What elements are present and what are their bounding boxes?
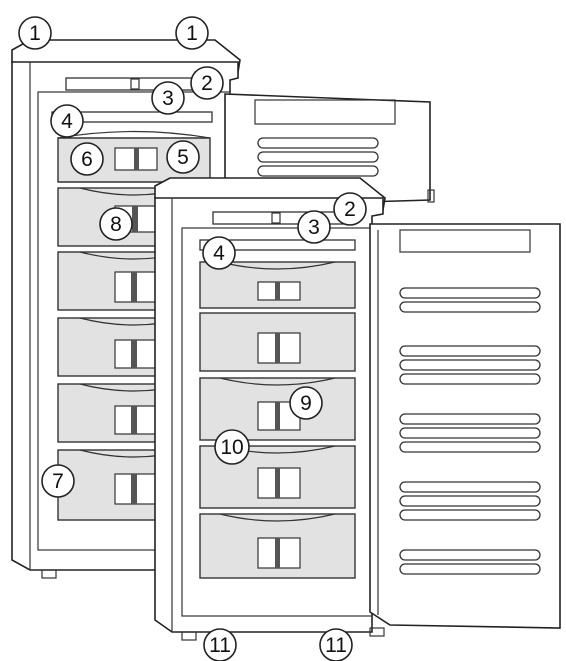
callout-11b-label: 11 (325, 634, 347, 657)
large-control-panel (66, 78, 206, 90)
callout-11b: 11 (320, 629, 352, 661)
callout-1a-label: 1 (29, 22, 41, 45)
callout-10-label: 10 (220, 436, 243, 459)
callout-1b-label: 1 (186, 22, 198, 45)
callout-3b-label: 3 (308, 216, 320, 239)
callout-6: 6 (71, 143, 103, 175)
callout-7-label: 7 (52, 470, 64, 493)
callout-9: 9 (290, 387, 322, 419)
callout-2a-label: 2 (201, 72, 213, 95)
callout-9-label: 9 (300, 392, 312, 415)
callout-11a: 11 (204, 629, 236, 661)
callout-3a: 3 (152, 82, 184, 114)
callout-2a: 2 (191, 67, 223, 99)
callout-11a-label: 11 (209, 634, 231, 657)
callout-1a: 1 (19, 17, 51, 49)
callout-1b: 1 (176, 17, 208, 49)
callout-6-label: 6 (81, 148, 93, 171)
callout-7: 7 (42, 465, 74, 497)
callout-4b: 4 (203, 237, 235, 269)
small-foot-left (182, 632, 196, 640)
callout-5-label: 5 (177, 146, 189, 169)
callout-3b: 3 (298, 211, 330, 243)
callout-2b-label: 2 (344, 198, 356, 221)
large-foot-left (42, 570, 56, 578)
callout-2b: 2 (334, 193, 366, 225)
callout-3a-label: 3 (162, 87, 174, 110)
small-control-panel (213, 212, 353, 224)
callout-4b-label: 4 (213, 242, 225, 265)
callout-10: 10 (215, 430, 249, 464)
callout-8-label: 8 (110, 213, 122, 236)
callout-4a: 4 (51, 105, 83, 137)
callout-4a-label: 4 (61, 110, 73, 133)
callout-8: 8 (100, 208, 132, 240)
callout-5: 5 (167, 141, 199, 173)
